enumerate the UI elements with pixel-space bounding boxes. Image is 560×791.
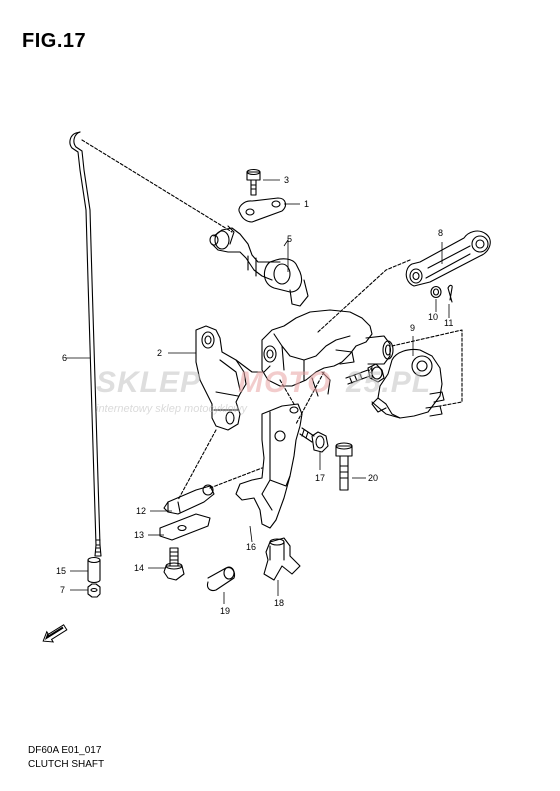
part-3-bolt xyxy=(246,168,261,196)
callout-18: 18 xyxy=(274,598,284,608)
callout-6: 6 xyxy=(62,353,67,363)
callout-9: 9 xyxy=(410,323,415,333)
part-6-clutch-rod xyxy=(69,131,102,557)
fwd-arrow-icon xyxy=(42,624,68,643)
callout-17: 17 xyxy=(315,473,325,483)
part-16-bracket xyxy=(235,403,303,529)
part-2-bracket xyxy=(195,325,271,431)
part-1-plate xyxy=(238,197,287,223)
callout-13: 13 xyxy=(134,530,144,540)
watermark: SKLEP MOTO 25.PL internetowy sklep motoc… xyxy=(96,366,431,415)
callout-3: 3 xyxy=(284,175,289,185)
part-7-nut xyxy=(87,583,101,598)
figure-title: FIG.17 xyxy=(22,30,87,52)
part-11-pin xyxy=(447,284,453,303)
callout-5: 5 xyxy=(287,234,292,244)
part-20-bolt xyxy=(335,442,353,491)
part-19-sleeve xyxy=(206,566,236,592)
part-18-fork xyxy=(263,537,301,581)
callout-16: 16 xyxy=(246,542,256,552)
watermark-brand-3: 25.PL xyxy=(345,366,431,399)
callout-11: 11 xyxy=(444,318,453,328)
callout-7: 7 xyxy=(60,585,65,595)
callout-19: 19 xyxy=(220,606,230,616)
figure-code: DF60A E01_017 xyxy=(28,745,102,756)
part-14-bolt xyxy=(163,547,185,581)
part-2-arm xyxy=(261,309,394,397)
part-9-cam-plate xyxy=(371,348,445,419)
callout-4: 4 xyxy=(368,366,373,376)
part-17-bolt xyxy=(299,427,329,453)
part-13-plate xyxy=(159,513,211,541)
figure-name: CLUTCH SHAFT xyxy=(28,759,105,770)
watermark-brand-2: MOTO xyxy=(238,366,331,399)
part-12-clip xyxy=(163,484,215,515)
callout-10: 10 xyxy=(428,312,438,322)
callout-12: 12 xyxy=(136,506,146,516)
callout-2: 2 xyxy=(157,348,162,358)
callout-15: 15 xyxy=(56,566,66,576)
callout-1: 1 xyxy=(304,199,309,209)
watermark-brand-1: SKLEP xyxy=(96,366,201,399)
part-5-lever-assembly xyxy=(209,225,309,307)
part-10-washer xyxy=(430,285,442,299)
part-8-link-rod xyxy=(405,230,491,287)
callout-20: 20 xyxy=(368,473,378,483)
part-15-collar xyxy=(87,556,101,584)
callout-14: 14 xyxy=(134,563,144,573)
part-4-bolt xyxy=(345,363,385,385)
callout-8: 8 xyxy=(438,228,443,238)
watermark-tagline: internetowy sklep motocyklowy xyxy=(96,403,249,415)
